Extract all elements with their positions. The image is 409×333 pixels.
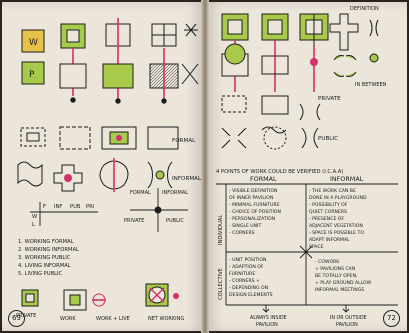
public-label-right: PUBLIC: [318, 136, 338, 142]
cell-line: - VISIBLE DEFINITION: [229, 188, 277, 194]
w-box-label: W: [29, 38, 38, 48]
right-page-number: 72: [383, 310, 400, 327]
matrix-col-inf: INF: [54, 204, 62, 210]
cell-line: + PLAY GROUND ALLOW: [315, 280, 372, 286]
cell-line: - PRESENCE OF: [309, 216, 344, 222]
in-between-label: IN BETWEEN: [355, 82, 387, 88]
cell-line: BE TOTALLY OPEN,: [315, 273, 358, 279]
pavilion-sketch-row-1: [60, 18, 198, 103]
formal-informal-sketches: [18, 127, 178, 192]
cell-line: ADAPT INFORMAL: [309, 237, 350, 243]
list-item: 4. LIVING INFORMAL: [18, 263, 71, 269]
cell-line: + PAVILIONS CAN: [315, 266, 355, 272]
footer-left-line: ALWAYS INSIDE: [250, 315, 287, 321]
list-item: 3. WORKING PUBLIC: [18, 255, 71, 261]
cell-line: QUIET CORNERS: [309, 209, 347, 215]
cell-line: - ADAPTION OF: [229, 264, 264, 270]
cell-line: FURNITURE: [229, 271, 255, 277]
cell-line: - SINGLE UNIT: [229, 223, 261, 229]
cell-line: - PERSONALIZATION: [229, 216, 275, 222]
informal-label-left: INFORMAL: [172, 176, 202, 182]
bottom-label-work: WORK: [60, 316, 76, 322]
footer-right-line: IN OR OUTSIDE: [330, 315, 367, 321]
row-individual: INDIVIDUAL: [218, 215, 224, 245]
col-formal: FORMAL: [250, 175, 277, 183]
bottom-label-networking: NET WORKING: [148, 316, 184, 322]
list-item: 1. WORKING FORMAL: [18, 239, 74, 245]
matrix-col-f: F: [43, 204, 46, 210]
col-informal: INFORMAL: [330, 175, 364, 183]
right-heading: 4 POINTS OF WORK COULD BE VERIFIED (I.C.…: [216, 169, 343, 175]
axis-private: PRIVATE: [124, 218, 144, 224]
cell-line: - CHOICE OF POSITION: [229, 209, 281, 215]
matrix-row-l: L: [32, 222, 35, 228]
p-box-sketch: P: [22, 62, 44, 84]
cell-line: OF INNER PAVILION: [229, 195, 273, 201]
private-public-sketches: [222, 96, 320, 149]
list-item: 2. WORKING INFORMAL: [18, 247, 79, 253]
footer-left-line: PAVILION: [256, 322, 278, 328]
row-collective: COLLECTIVE: [218, 268, 224, 300]
cell-line: - UNIT POSITION: [229, 257, 266, 263]
axis-formal: FORMAL: [130, 190, 151, 196]
w-box-sketch: W: [22, 30, 44, 52]
axis-public: PUBLIC: [166, 218, 184, 224]
pavilion-sketch-row-right: [222, 14, 378, 92]
private-label-right: PRIVATE: [318, 96, 341, 102]
cell-line: - POSSIBILITY OF: [309, 202, 348, 208]
matrix-col-pub: PUB: [70, 204, 81, 210]
cell-line: - THE WORK CAN BE: [309, 188, 356, 194]
cell-line: SPACE: [309, 244, 324, 250]
cell-line: INFORMAL MEETINGS: [315, 287, 364, 293]
cell-line: - COWORK: [315, 259, 340, 265]
bottom-label-work-live: WORK + LIVE: [96, 316, 130, 322]
cell-formal-individual: - VISIBLE DEFINITION OF INNER PAVILION -…: [229, 188, 281, 236]
cell-line: - SPACE IS POSSIBLE TO: [309, 230, 364, 236]
axis-informal: INFORMAL: [162, 190, 188, 196]
p-box-label: P: [29, 70, 35, 80]
definition-label: DEFINITION: [350, 6, 379, 12]
matrix-row-w: W: [32, 214, 37, 220]
cell-line: - CORNERS +: [229, 278, 260, 284]
work-live-sketches: [22, 284, 179, 310]
formal-label-left: FORMAL: [172, 138, 196, 144]
list-item: 5. LIVING PUBLIC: [18, 271, 63, 277]
cell-line: DONE IN A PLAYGROUND: [309, 195, 367, 201]
cell-line: - MINIMAL FURNITURE: [229, 202, 280, 208]
left-page-number: 69: [8, 310, 25, 327]
cell-informal-individual: - THE WORK CAN BE DONE IN A PLAYGROUND -…: [309, 188, 367, 250]
typology-list: 1. WORKING FORMAL 2. WORKING INFORMAL 3.…: [18, 239, 79, 277]
cell-informal-collective: - COWORK + PAVILIONS CAN BE TOTALLY OPEN…: [315, 259, 372, 293]
cell-line: - DEPENDING ON: [229, 285, 268, 291]
cell-formal-collective: - UNIT POSITION - ADAPTION OF FURNITURE …: [229, 257, 273, 298]
cell-line: - CORNERS: [229, 230, 255, 236]
matrix-col-pri: PRI: [86, 204, 95, 210]
cell-line: ADJACENT VEGETATION: [309, 223, 363, 229]
footer-right-line: PAVILION: [336, 322, 358, 328]
cell-line: DESIGN ELEMENTS: [229, 292, 273, 298]
table-footer-arrows: [263, 305, 349, 312]
